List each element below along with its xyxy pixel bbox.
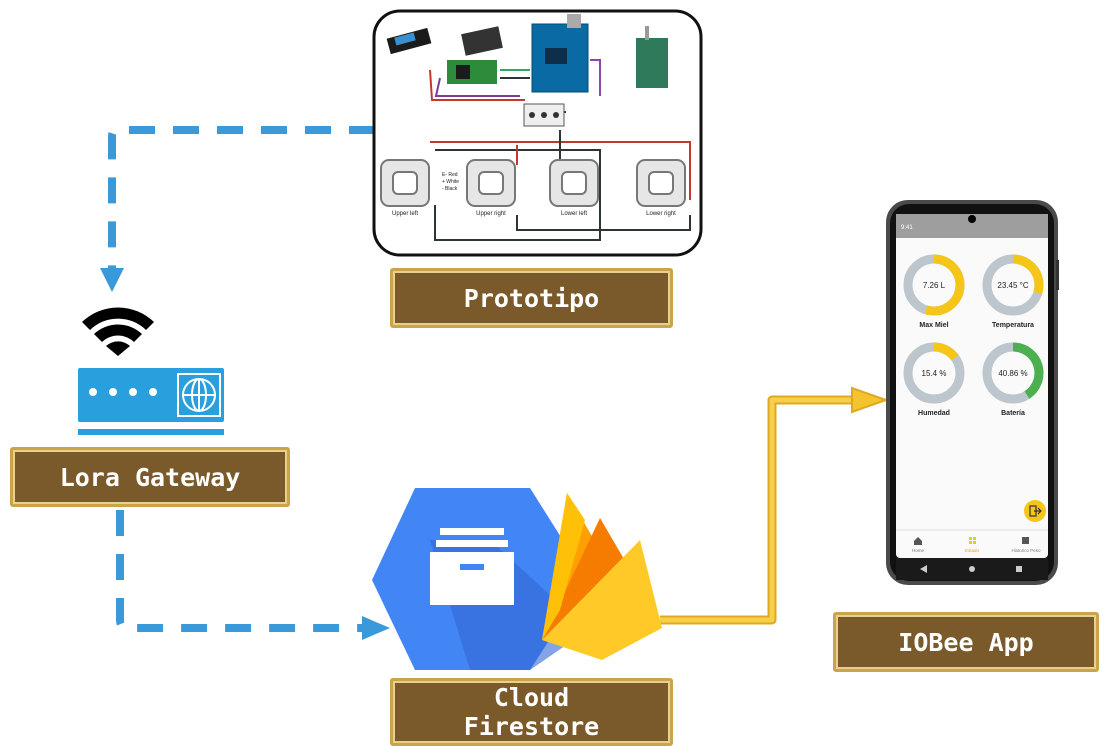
- gauge-value: 7.26 L: [923, 281, 946, 290]
- gauge-value: 15.4 %: [922, 369, 947, 378]
- gauge-arc: [924, 254, 965, 316]
- load-cell-label-3: Lower left: [561, 211, 587, 217]
- load-cell-2: [466, 159, 516, 207]
- wire-legend-2: + White: [442, 179, 459, 185]
- grid-icon: [969, 537, 976, 544]
- history-icon: [1022, 537, 1029, 544]
- label-iobee-app: IOBee App: [833, 612, 1099, 672]
- phone-status-time: 9:41: [901, 225, 913, 231]
- nav-historico-peso[interactable]: Historico Peso: [1011, 537, 1041, 553]
- gauge-arc: [1012, 342, 1044, 399]
- gauge-name: Batería: [1001, 410, 1025, 417]
- arduino-board-icon: [531, 14, 589, 93]
- gauge-name: Max Miel: [919, 322, 948, 329]
- nav-label: Home: [912, 548, 925, 553]
- gauge-value: 40.86 %: [998, 369, 1027, 378]
- gauge-arc: [1012, 254, 1044, 295]
- archive-icon: [430, 528, 514, 605]
- link-gateway-to-cloud: [116, 510, 390, 640]
- label-lora-gateway: Lora Gateway: [10, 447, 290, 507]
- gauge-name: Temperatura: [992, 322, 1034, 329]
- gauge-temperatura: 23.45 °C Temperatura: [982, 254, 1044, 329]
- gauge-value: 23.45 °C: [997, 281, 1028, 290]
- prototype-board: Upper left Upper right Lower left Lower …: [372, 9, 703, 257]
- nav-estado[interactable]: Estado: [965, 537, 980, 553]
- dht-sensor-icon: [386, 27, 432, 55]
- wifi-icon: [82, 307, 154, 356]
- wire-legend-1: E- Red: [442, 172, 458, 178]
- phone-mockup: 9:41 7.26 L Max Miel 23.45 °C Temperatur…: [886, 200, 1059, 585]
- gauge-bateria: 40.86 % Batería: [982, 342, 1044, 417]
- sim-module-icon: [636, 26, 668, 88]
- home-icon: [914, 537, 922, 545]
- load-cell-3: [549, 159, 599, 207]
- label-prototipo: Prototipo: [390, 268, 673, 328]
- router-icon: [78, 368, 224, 435]
- label-cloud-firestore: Cloud Firestore: [390, 678, 673, 746]
- hx711-module-icon: [447, 60, 497, 84]
- load-cell-label-4: Lower right: [646, 211, 676, 217]
- link-cloud-to-app: [660, 386, 890, 625]
- wire-legend-3: - Black: [442, 186, 458, 192]
- logout-button[interactable]: [1024, 500, 1046, 522]
- gauge-humedad: 15.4 % Humedad: [903, 342, 965, 417]
- load-cell-4: [636, 159, 686, 207]
- load-cell-1: [380, 159, 430, 207]
- gauge-arc: [933, 342, 959, 361]
- gauge-name: Humedad: [918, 410, 950, 417]
- nav-label: Estado: [965, 548, 980, 553]
- gauge-max-miel: 7.26 L Max Miel: [903, 254, 965, 329]
- nav-home[interactable]: Home: [912, 537, 925, 553]
- load-cell-label-1: Upper left: [392, 211, 418, 217]
- load-cell-label-2: Upper right: [476, 211, 506, 217]
- firebase-flame-icon: [542, 493, 662, 660]
- nav-label: Historico Peso: [1011, 548, 1041, 553]
- link-prototype-to-gateway: [100, 126, 375, 292]
- logout-icon: [1029, 505, 1042, 517]
- globe-icon: [177, 373, 221, 417]
- lora-module-icon: [461, 26, 503, 56]
